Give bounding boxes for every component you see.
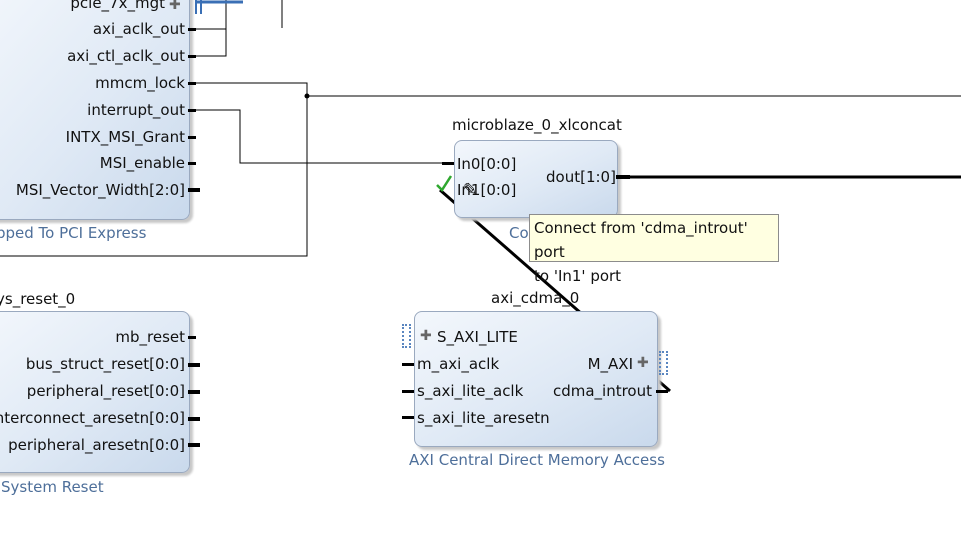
pin[interactable] xyxy=(656,390,668,393)
wire-junction-dot xyxy=(304,93,310,99)
port-mmcm-lock[interactable]: mmcm_lock xyxy=(95,74,185,92)
port-intx-msi-grant[interactable]: INTX_MSI_Grant xyxy=(65,128,185,146)
port-msi-vector-width[interactable]: MSI_Vector_Width[2:0] xyxy=(15,181,185,199)
pin[interactable] xyxy=(188,136,196,139)
wire-clock-net[interactable] xyxy=(195,28,227,57)
tooltip-line-1: Connect from 'cdma_introut' port xyxy=(534,219,748,261)
pin[interactable] xyxy=(402,390,414,393)
pin[interactable] xyxy=(188,363,200,367)
plus-bus-icon[interactable]: ✚ xyxy=(420,328,432,344)
pin[interactable] xyxy=(188,443,200,447)
port-peripheral-reset[interactable]: peripheral_reset[0:0] xyxy=(26,382,185,400)
port-dout[interactable]: dout[1:0] xyxy=(546,168,616,186)
port-peripheral-aresetn[interactable]: peripheral_aresetn[0:0] xyxy=(8,436,185,454)
plus-bus-icon[interactable]: ✚ xyxy=(637,355,649,371)
pin[interactable] xyxy=(402,416,414,419)
tooltip-line-2: to 'In1' port xyxy=(534,267,622,285)
port-s-axi-lite-aresetn[interactable]: s_axi_lite_aresetn xyxy=(417,409,550,427)
pin[interactable] xyxy=(188,109,196,112)
plus-bus-icon[interactable]: ✚ xyxy=(169,0,181,13)
pin[interactable] xyxy=(188,55,196,58)
port-s-axi-lite-aclk[interactable]: s_axi_lite_aclk xyxy=(417,382,524,400)
cdma-block-instance: axi_cdma_0 xyxy=(491,289,580,307)
pin[interactable] xyxy=(442,162,454,165)
pin[interactable] xyxy=(188,336,196,339)
wire-pcie-bus-stub[interactable] xyxy=(195,0,202,14)
wire-interrupt-out[interactable] xyxy=(195,109,442,164)
reset-block-instance: ys_reset_0 xyxy=(0,290,76,308)
port-axi-ctl-aclk-out[interactable]: axi_ctl_aclk_out xyxy=(67,47,185,65)
pin[interactable] xyxy=(402,363,414,366)
concat-block-instance: microblaze_0_xlconcat xyxy=(452,116,622,134)
port-msi-enable[interactable]: MSI_enable xyxy=(99,154,185,172)
pcie-block-title: pped To PCI Express xyxy=(0,224,147,242)
port-bus-struct-reset[interactable]: bus_struct_reset[0:0] xyxy=(25,355,185,373)
pin[interactable] xyxy=(188,82,196,85)
pin[interactable] xyxy=(188,390,200,394)
pin[interactable] xyxy=(188,417,200,421)
cdma-block-title: AXI Central Direct Memory Access xyxy=(409,451,665,469)
port-axi-aclk-out[interactable]: axi_aclk_out xyxy=(92,20,185,38)
bus-interface-marker[interactable] xyxy=(659,351,668,375)
reset-block-title: System Reset xyxy=(1,478,104,496)
port-interconnect-aresetn[interactable]: interconnect_aresetn[0:0] xyxy=(0,409,185,427)
pin[interactable] xyxy=(188,188,200,192)
port-m-axi-aclk[interactable]: m_axi_aclk xyxy=(417,355,500,373)
port-interrupt-out[interactable]: interrupt_out xyxy=(87,101,185,119)
concat-block[interactable] xyxy=(454,140,618,218)
port-pcie-mgt[interactable]: pcie_7x_mgt xyxy=(70,0,165,12)
pin[interactable] xyxy=(188,162,196,165)
port-mb-reset[interactable]: mb_reset xyxy=(115,328,185,346)
port-in0[interactable]: In0[0:0] xyxy=(457,155,517,173)
connection-tooltip: Connect from 'cdma_introut' port to 'In1… xyxy=(529,214,779,285)
port-cdma-introut[interactable]: cdma_introut xyxy=(552,382,652,400)
pin[interactable] xyxy=(188,28,196,31)
pencil-cursor-icon: ✎ xyxy=(463,180,478,200)
bus-interface-marker[interactable] xyxy=(402,324,411,348)
pin[interactable] xyxy=(616,175,630,179)
concat-block-title: Co xyxy=(509,224,529,242)
checkmark-icon xyxy=(436,175,453,192)
cdma-block[interactable] xyxy=(414,311,658,447)
wire-mmcm-lock[interactable] xyxy=(0,82,308,257)
port-s-axi-lite[interactable]: S_AXI_LITE xyxy=(437,328,518,346)
reset-block[interactable] xyxy=(0,311,190,473)
port-in1[interactable]: In1[0:0] xyxy=(457,181,517,199)
port-m-axi[interactable]: M_AXI xyxy=(587,355,633,373)
